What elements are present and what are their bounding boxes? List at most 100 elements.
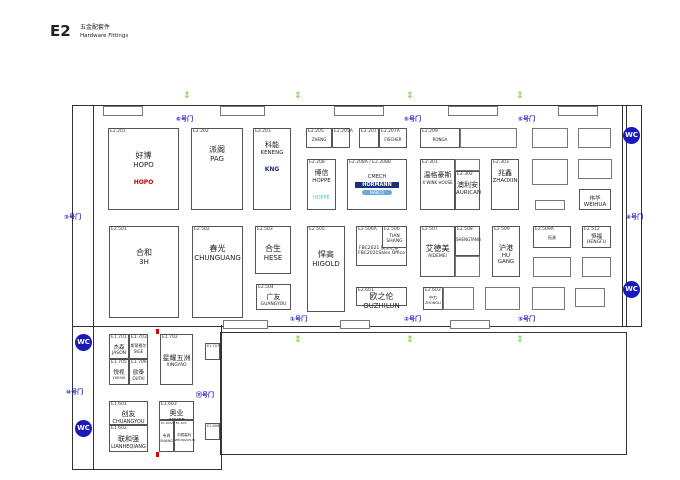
booth-name-cn: 科能: [265, 140, 279, 149]
booth-id: E2.303: [493, 160, 509, 165]
entrance-arrow-icon: ⇕: [406, 91, 414, 101]
entrance-arrow-icon: ⇕: [406, 335, 414, 345]
booth-name-en: CHUNGUANG: [194, 254, 241, 262]
booth-e1-603[interactable]: E1.603奥业AOYEE: [159, 401, 194, 424]
booth-name-en: GUANGYOU: [260, 302, 287, 307]
hoppe-logo: HOPPE: [313, 195, 330, 202]
booth-name-en: WEIHUA: [583, 202, 607, 208]
mini-booth: [334, 106, 384, 116]
booth-name-cn: 联和强: [118, 435, 139, 443]
booth-name-cn: 兆鑫: [498, 168, 512, 177]
booth-name-cn: FBC2021 展览之家: [359, 246, 399, 251]
booth-name-en: HESE: [263, 254, 283, 262]
mini-booth: [578, 159, 612, 179]
booth-id: E2.502: [194, 227, 210, 232]
mini-booth: [223, 320, 268, 329]
hormann-logo: HORMANN: [355, 182, 399, 188]
booth-name-cn: 博信: [314, 169, 329, 178]
booth-name-cn: 创友: [121, 410, 136, 418]
booth-id: E1.602: [111, 426, 127, 431]
booth-id: E2.504: [258, 285, 274, 290]
booth-name-cn: 派阁: [209, 145, 225, 154]
booth-name-en: OUZHILUN: [363, 302, 400, 310]
cmech-logo: CMECH: [367, 174, 387, 180]
booth-id: E1.706: [131, 360, 147, 365]
booth-e1-707[interactable]: E1.707: [205, 343, 220, 360]
booth-e2-208a-208b[interactable]: E2.208A / E2.208B CMECH HORMANN NABCO: [347, 159, 407, 210]
booth-name-cn: 星耀五洲: [162, 354, 191, 362]
booth-id: E1.705: [111, 360, 127, 365]
hall-title-en: Hardware Fittings: [80, 33, 129, 39]
booth-name-cn: 恒福: [590, 234, 602, 240]
booth-name-cn: 悦视: [113, 370, 125, 376]
booth-name-en: HU GANG: [497, 253, 515, 265]
booth-id: E2.203: [255, 129, 271, 134]
mini-booth: [485, 287, 520, 310]
booth-name-en: ZHENG: [311, 137, 327, 142]
booth-name-en: FISCHER: [384, 137, 402, 142]
booth-name-en: ZHAOXIN: [492, 177, 518, 184]
door-5: ⑤号门: [404, 116, 422, 123]
booth-name-cn: 温格豪斯: [423, 170, 452, 179]
booth-e2-207[interactable]: E2.207: [359, 128, 379, 148]
booth-e1-606[interactable]: E1.606: [205, 423, 220, 440]
entrance-arrow-icon: ⇕: [516, 91, 524, 101]
booth-id: E1.702: [162, 335, 178, 340]
booth-name-en: AURICAN: [456, 190, 481, 196]
mini-booth: [455, 159, 480, 171]
door-1: ①号门: [290, 316, 308, 323]
booth-name-en: FBC2021Sales Office: [358, 251, 405, 256]
booth-name-cn: 艾德美: [425, 244, 450, 253]
mini-booth: [460, 128, 517, 148]
mini-booth: [455, 256, 480, 277]
booth-id: E2.208A / E2.208B: [349, 160, 391, 165]
fire-hydrant-icon: [156, 452, 159, 457]
fire-hydrant-icon: [156, 329, 159, 334]
booth-id: E1.701: [111, 335, 127, 340]
booth-id: E2.205A: [334, 129, 353, 134]
mini-booth: [532, 159, 568, 185]
booth-e2-205a[interactable]: E2.205A: [332, 128, 353, 148]
mini-booth: [575, 288, 605, 307]
nabco-logo: NABCO: [362, 190, 392, 195]
booth-id: E2.302: [457, 172, 473, 177]
booth-name-en: TIAN SHANG: [386, 234, 403, 244]
booth-id: E1.605: [176, 421, 187, 425]
door-3: ③号门: [64, 214, 82, 221]
mini-booth: [448, 106, 498, 116]
